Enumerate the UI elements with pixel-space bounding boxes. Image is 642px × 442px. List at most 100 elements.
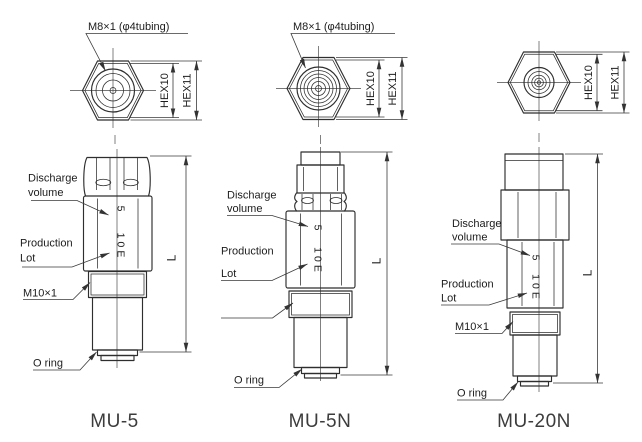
mu5-figure: M8×1 (φ4tubing) HEX10 HEX11 <box>20 21 202 432</box>
mu20n-marking-lot: 10E <box>530 274 542 302</box>
mu5-lower-cylinder <box>91 296 144 351</box>
mu20n-lot-leader-arrow <box>441 292 528 306</box>
mu5n-figure: M8×1 (φ4tubing) HEX10 HEX11 <box>221 21 408 432</box>
mu5-part-name: MU-5 <box>90 411 138 432</box>
mu20n-thread-leader-arrow <box>455 321 514 334</box>
mu5-thread-callout: M10×1 <box>23 282 91 300</box>
mu20n-hex11-label: HEX11 <box>610 65 622 99</box>
mu5-side-view: 5 10E L Discharge volume Production Lot <box>20 149 192 371</box>
mu20n-side-view: 5 10E L Discharge volume Production Lot <box>441 147 603 401</box>
mu5-marking-lot: 10E <box>115 233 127 261</box>
mu5-oring-label: O ring <box>33 358 63 370</box>
mu20n-oring-leader-arrow <box>457 381 519 401</box>
mu20n-oring-callout: O ring <box>457 381 519 401</box>
mu5-oring-leader-arrow <box>33 351 97 371</box>
mu20n-thread-section <box>509 311 561 336</box>
mu20n-upper-hex <box>500 189 570 241</box>
mu20n-marking-volume: 5 <box>530 255 542 261</box>
mu5n-oring-callout: O ring <box>234 368 303 388</box>
mu5n-top-view: M8×1 (φ4tubing) HEX10 HEX11 <box>276 21 408 144</box>
mu5n-top-circles <box>296 66 341 111</box>
mu5-top-circles <box>90 68 136 113</box>
mu5-hex10-label: HEX10 <box>159 73 171 108</box>
mu5n-oring-label: O ring <box>234 375 264 387</box>
mu5-cap <box>83 156 151 197</box>
mu20n-lot-label-line2: Lot <box>441 293 456 305</box>
mu20n-discharge-leader-arrow <box>451 243 531 256</box>
mu20n-thread-inner <box>512 314 558 333</box>
mu5n-hex-body <box>285 210 356 289</box>
mu5n-marking-volume: 5 <box>312 225 324 231</box>
mu5n-port-thread-label: M8×1 (φ4tubing) <box>293 21 374 33</box>
mu5n-port-leader-arrow <box>290 33 395 69</box>
mu20n-hex10-label: HEX10 <box>583 65 595 100</box>
mu5n-hex10-label: HEX10 <box>365 71 377 106</box>
mu5-lot-leader-arrow <box>22 252 110 268</box>
mu5n-spring-section <box>294 192 347 212</box>
mu5-lot-label-line1: Production <box>20 238 73 250</box>
mu5n-discharge-label-line1: Discharge <box>227 190 277 202</box>
mu5n-oring-step2 <box>303 372 338 379</box>
mu5n-oring-leader-arrow <box>234 368 303 388</box>
mu5-thread-section <box>87 270 148 299</box>
mu5-top-view: M8×1 (φ4tubing) HEX10 HEX11 <box>70 21 202 144</box>
mu5-discharge-label-line1: Discharge <box>28 173 78 185</box>
mu5n-hex11-label: HEX11 <box>387 71 399 105</box>
mu20n-discharge-label-line1: Discharge <box>452 218 502 230</box>
mu20n-hex-outer <box>507 51 571 114</box>
mu5-hex10-dimension: HEX10 <box>129 63 179 118</box>
mu5-marking-volume: 5 <box>115 206 127 212</box>
mu5-discharge-volume-callout: Discharge volume <box>28 173 109 216</box>
mu20n-oring-step2 <box>519 380 550 387</box>
mu5n-side-view: 5 10E L Discharge volume Production Lot <box>221 147 393 388</box>
mu5-hex11-dimension: HEX11 <box>130 60 202 121</box>
mu5n-hex11-dimension: HEX11 <box>336 57 408 120</box>
mu5n-hex-outer <box>286 56 351 121</box>
mu5-oring-callout: O ring <box>33 351 97 371</box>
mu20n-lower-cylinder <box>512 334 558 377</box>
mu5n-discharge-label-line2: volume <box>227 203 262 215</box>
mu20n-length-dimension: L <box>553 153 603 384</box>
mu5-length-label: L <box>165 254 179 261</box>
mu20n-lot-label-line1: Production <box>441 279 494 291</box>
mu5n-part-name: MU-5N <box>289 411 352 432</box>
mu5n-discharge-volume-callout: Discharge volume <box>227 190 309 227</box>
mu20n-top-view: HEX10 HEX11 <box>497 41 630 142</box>
mu5-oring-step2 <box>100 354 135 362</box>
mu5-length-dimension: L <box>139 155 192 353</box>
mu5n-marking-lot: 10E <box>312 247 324 275</box>
mu5-port-leader-arrow <box>85 33 188 72</box>
mu5-discharge-leader-arrow <box>31 200 109 216</box>
mu5-thread-label: M10×1 <box>23 288 57 300</box>
mu5n-length-dimension: L <box>340 151 393 376</box>
mu5n-lot-label-line1: Production <box>221 246 274 258</box>
mu5-lot-label-line2: Lot <box>20 253 35 265</box>
mu5n-length-label: L <box>370 257 384 264</box>
mu5-hex-inner <box>84 63 142 118</box>
mu20n-figure: HEX10 HEX11 5 10E <box>441 41 630 432</box>
mu20n-top-cap <box>504 153 564 191</box>
mu5-cap-slots <box>95 158 139 190</box>
mu20n-oring-label: O ring <box>457 388 487 400</box>
mu5-oring-step1 <box>96 349 139 357</box>
mu5n-lot-label-line2: Lot <box>221 268 236 280</box>
mu5-hex11-label: HEX11 <box>182 73 194 107</box>
mu5n-neck-leader-arrow <box>221 302 294 319</box>
mu20n-body <box>506 239 564 309</box>
mu5-hex-outer <box>81 60 145 121</box>
mu5-thread-leader-arrow <box>23 282 91 300</box>
mu20n-oring-step1 <box>516 375 553 383</box>
mu5n-lot-leader-arrow <box>221 263 308 281</box>
mu20n-length-label: L <box>581 269 595 276</box>
mu5-port-thread-label: M8×1 (φ4tubing) <box>88 21 169 33</box>
mu20n-hex11-dimension: HEX11 <box>556 51 630 114</box>
mu20n-top-circles <box>523 66 555 99</box>
mu20n-thread-label: M10×1 <box>455 321 489 333</box>
mu20n-part-name: MU-20N <box>497 411 571 432</box>
mu5n-discharge-leader-arrow <box>227 215 309 227</box>
mu5n-hex10-dimension: HEX10 <box>336 59 385 118</box>
mu5n-production-lot-callout: Production Lot <box>221 246 308 281</box>
mu5n-nut <box>296 164 345 194</box>
